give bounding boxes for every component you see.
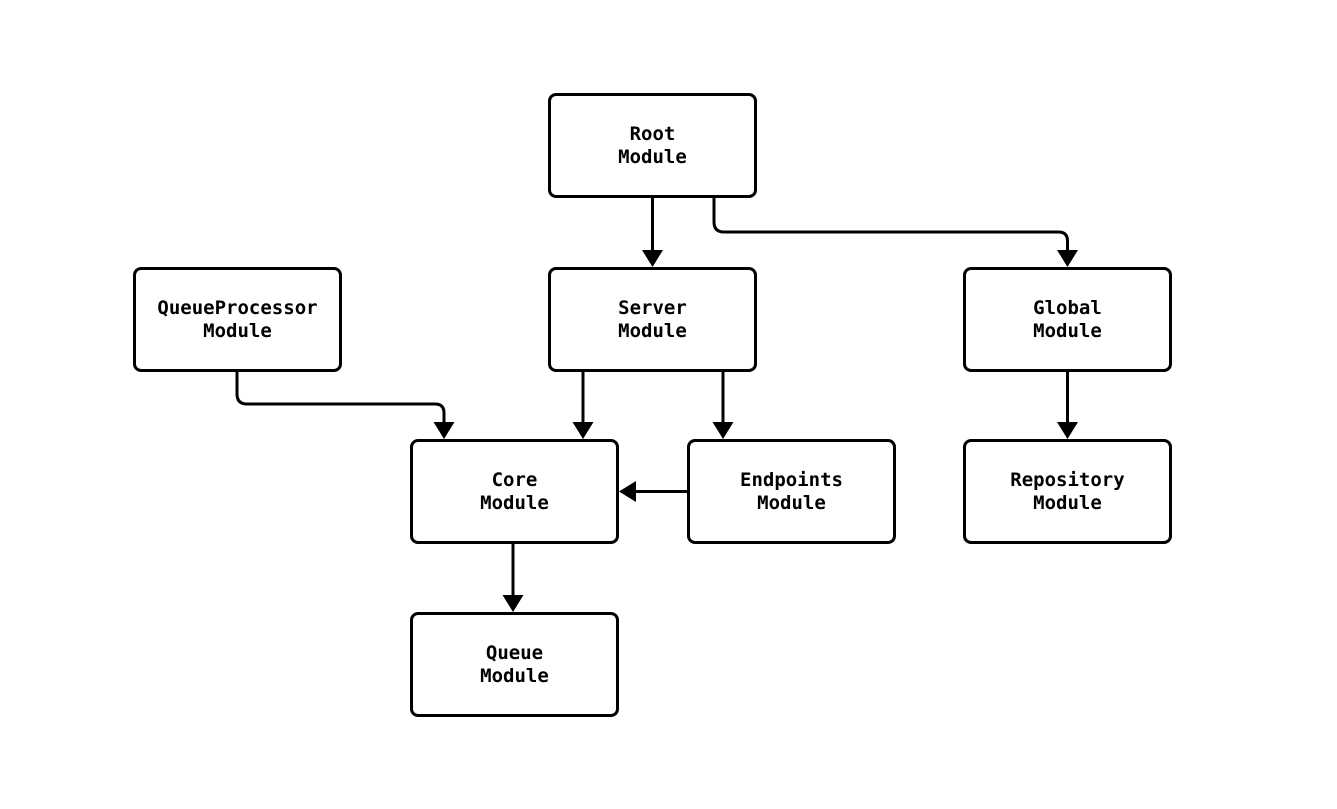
arrowhead-server-to-core xyxy=(572,422,594,439)
edge-queueprocessor-to-core xyxy=(235,372,446,422)
node-core-module: Core Module xyxy=(410,439,619,544)
arrowhead-core-to-queue xyxy=(502,595,524,612)
node-queueprocessor-module: QueueProcessor Module xyxy=(133,267,342,372)
arrowhead-server-to-endpoints xyxy=(712,422,734,439)
node-global-module: Global Module xyxy=(963,267,1172,372)
node-root-module: Root Module xyxy=(548,93,757,198)
node-queue-module: Queue Module xyxy=(410,612,619,717)
arrowhead-queueprocessor-to-core xyxy=(433,422,455,439)
edge-root-to-global xyxy=(712,198,1069,250)
arrowhead-root-to-server xyxy=(642,250,663,267)
node-repository-module: Repository Module xyxy=(963,439,1172,544)
arrowhead-root-to-global xyxy=(1057,250,1078,267)
arrowhead-global-to-repository xyxy=(1057,422,1078,439)
node-server-module: Server Module xyxy=(548,267,757,372)
arrowhead-endpoints-to-core xyxy=(619,481,636,502)
node-endpoints-module: Endpoints Module xyxy=(687,439,896,544)
